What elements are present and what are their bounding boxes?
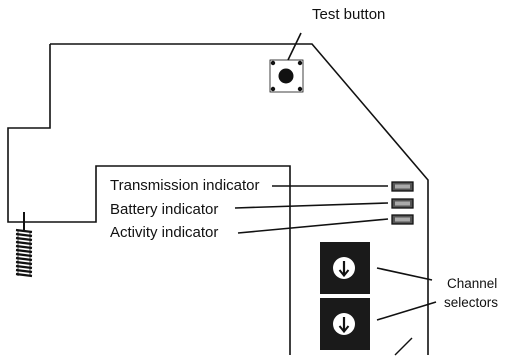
board-outline <box>50 43 429 355</box>
test-button-leader <box>287 32 302 61</box>
arrow-down-icon <box>338 261 350 278</box>
test-button-label: Test button <box>312 6 385 23</box>
activity-indicator-leader <box>237 218 389 234</box>
activity-indicator-label: Activity indicator <box>110 224 218 241</box>
arrow-down-icon <box>338 317 350 334</box>
channel-selector-2[interactable] <box>320 298 370 350</box>
board-outline-left <box>7 44 291 355</box>
transmission-indicator <box>391 181 414 192</box>
activity-indicator <box>391 214 414 225</box>
transmission-indicator-label: Transmission indicator <box>110 177 260 194</box>
channel-selectors-label-line2: selectors <box>444 295 498 310</box>
channel-selector-1[interactable] <box>320 242 370 294</box>
test-button[interactable] <box>269 59 304 93</box>
board-bottom-notch <box>394 337 413 356</box>
spring-antenna-icon <box>15 212 33 278</box>
channel-selectors-label-line1: Channel <box>447 276 497 291</box>
battery-indicator-label: Battery indicator <box>110 201 218 218</box>
battery-indicator <box>391 198 414 209</box>
battery-indicator-leader <box>234 202 389 209</box>
channel-selector-leader-2 <box>376 301 437 321</box>
channel-selector-leader-1 <box>376 267 433 281</box>
